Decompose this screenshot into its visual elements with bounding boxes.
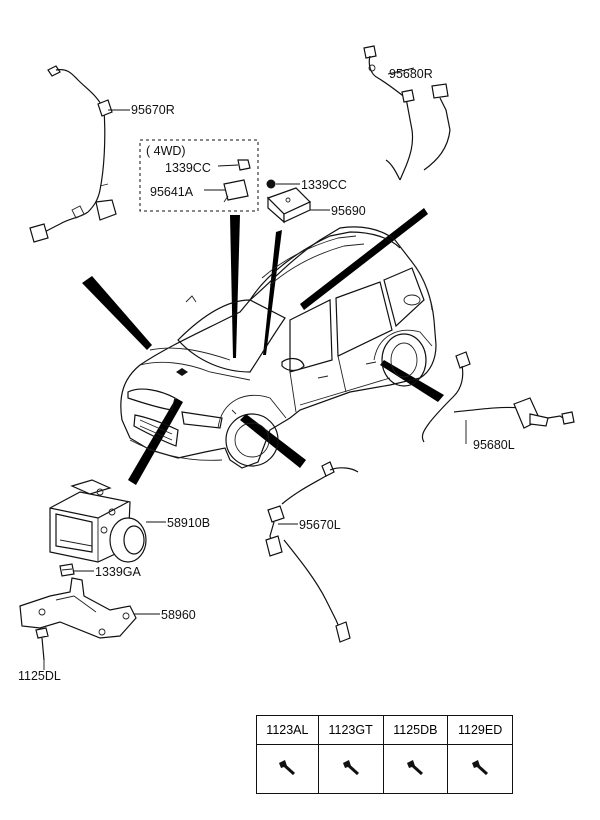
legend-header-1123AL: 1123AL xyxy=(256,715,319,745)
legend-cell-1123AL xyxy=(256,744,319,794)
bolt-icon xyxy=(342,759,359,775)
wedge-front-left-wheel xyxy=(240,414,306,468)
part-1125DL-bolt[interactable] xyxy=(35,627,49,661)
wedge-rear-right-sensor xyxy=(300,208,428,310)
part-95641A-yaw-sensor[interactable] xyxy=(223,179,249,203)
legend-header-1125DB: 1125DB xyxy=(382,715,449,745)
label-1339GA: 1339GA xyxy=(95,565,142,579)
bolt-icon xyxy=(472,759,489,775)
part-95670L-sensor[interactable] xyxy=(265,461,359,643)
label-1339CC-b: 1339CC xyxy=(301,178,347,192)
label-95680R: 95680R xyxy=(389,67,433,81)
legend-cell-1129ED xyxy=(447,744,513,794)
label-95690: 95690 xyxy=(331,204,366,218)
part-58960-bracket[interactable] xyxy=(19,577,137,639)
pointer-wedges xyxy=(82,208,444,485)
legend-cell-1123GT xyxy=(317,744,384,794)
wedge-acceleration-sensor xyxy=(263,230,282,355)
4wd-group-box xyxy=(139,139,259,212)
part-95690-module[interactable] xyxy=(266,187,312,224)
label-95641A: 95641A xyxy=(150,185,194,199)
wedge-rear-left-sensor xyxy=(380,360,444,402)
leader-lines xyxy=(43,67,467,670)
bolt-icon xyxy=(279,759,296,775)
legend-cell-1125DB xyxy=(382,744,449,794)
wedge-yaw-sensor xyxy=(230,215,240,358)
label-95680L: 95680L xyxy=(473,438,515,452)
part-58910B-hecu[interactable] xyxy=(49,479,147,563)
part-labels: 95670R 95680R ( 4WD) 1339CC 95641A 1339C… xyxy=(18,67,515,683)
bolt-icon xyxy=(407,759,424,775)
part-1339GA-nut[interactable] xyxy=(59,563,75,577)
legend-header-1129ED: 1129ED xyxy=(447,715,513,745)
label-1339CC-a: 1339CC xyxy=(165,161,211,175)
label-1125DL: 1125DL xyxy=(18,669,61,683)
legend-header-1123GT: 1123GT xyxy=(317,715,384,745)
part-95670R-sensor[interactable] xyxy=(29,65,117,243)
label-58960: 58960 xyxy=(161,608,196,622)
fastener-legend-table: 1123AL 1123GT 1125DB 1129ED xyxy=(256,715,513,794)
label-95670L: 95670L xyxy=(299,518,341,532)
part-1339CC-nut-a[interactable] xyxy=(237,159,251,171)
part-1339CC-nut-b[interactable] xyxy=(266,179,276,189)
vehicle-outline xyxy=(120,226,437,469)
label-58910B: 58910B xyxy=(167,516,210,530)
part-95680L-sensor[interactable] xyxy=(421,351,575,443)
label-4wd: ( 4WD) xyxy=(146,144,186,158)
part-95680R-sensor[interactable] xyxy=(363,45,451,181)
label-95670R: 95670R xyxy=(131,103,175,117)
wedge-hood-sensor-lower xyxy=(128,398,183,485)
wedge-front-left-sensor xyxy=(82,276,152,350)
